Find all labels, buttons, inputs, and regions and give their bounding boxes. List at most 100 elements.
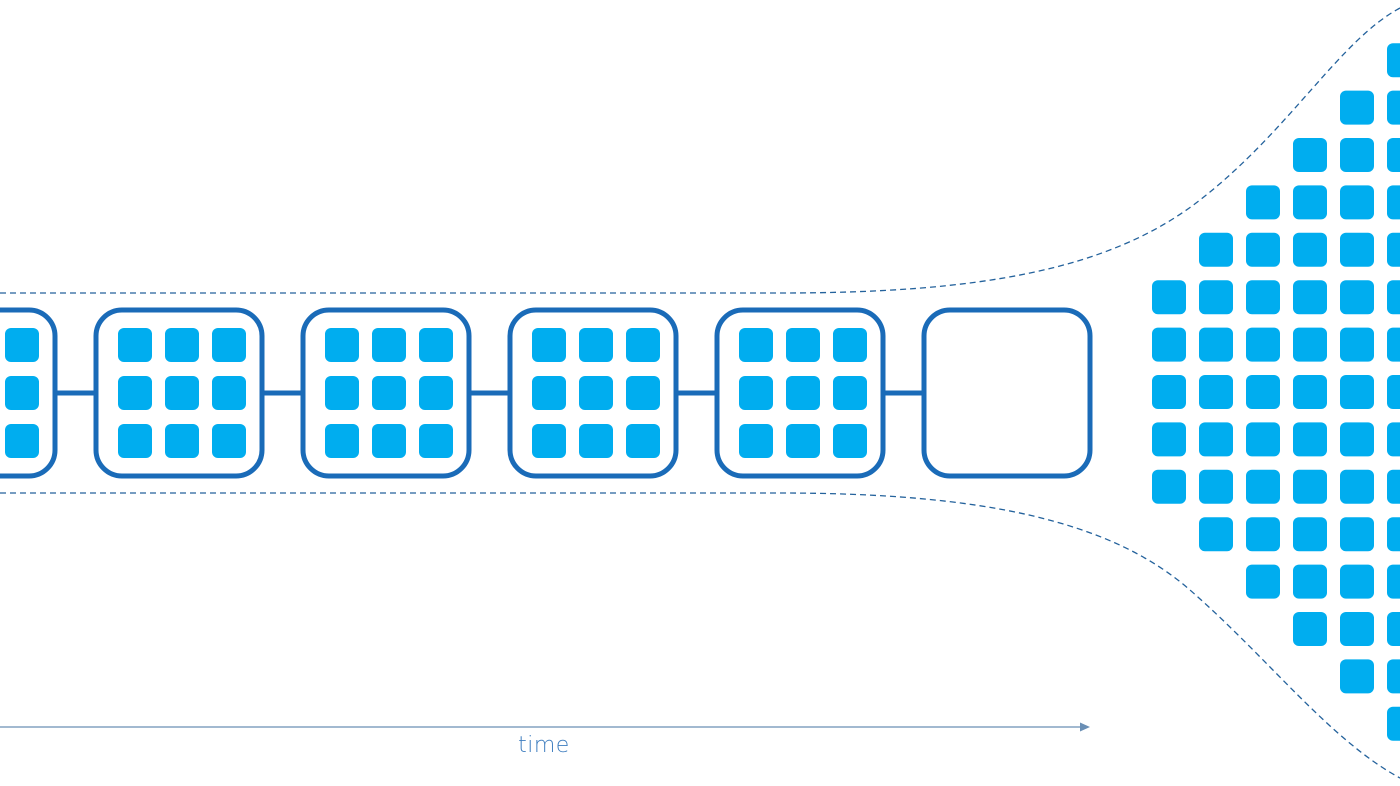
transaction-item bbox=[5, 376, 39, 410]
pending-item bbox=[1293, 564, 1327, 599]
time-axis-label: time bbox=[518, 733, 570, 758]
block-frame bbox=[921, 307, 1093, 479]
transaction-item bbox=[786, 328, 820, 362]
pending-item bbox=[1152, 280, 1186, 315]
pending-item bbox=[1246, 422, 1280, 457]
pending-item bbox=[1246, 375, 1280, 409]
pending-item bbox=[1199, 280, 1233, 315]
transaction-item bbox=[579, 328, 613, 362]
pending-item bbox=[1340, 375, 1374, 409]
transaction-item bbox=[212, 328, 246, 362]
pending-item bbox=[1293, 280, 1327, 315]
pending-item bbox=[1387, 375, 1400, 409]
pending-item bbox=[1340, 138, 1374, 172]
transaction-item bbox=[165, 424, 199, 458]
pending-item bbox=[1340, 422, 1374, 457]
pending-item bbox=[1340, 185, 1374, 220]
pending-item bbox=[1340, 469, 1374, 504]
pending-item bbox=[1246, 185, 1280, 220]
pending-item bbox=[1293, 185, 1327, 220]
transaction-item bbox=[739, 328, 773, 362]
block-5 bbox=[714, 307, 886, 479]
pool-column bbox=[1340, 90, 1374, 694]
pending-item bbox=[1293, 375, 1327, 409]
transaction-item bbox=[833, 328, 867, 362]
transaction-item bbox=[579, 376, 613, 410]
transaction-item bbox=[833, 424, 867, 458]
block-chain bbox=[0, 307, 1093, 479]
pending-item bbox=[1340, 659, 1374, 694]
pending-item bbox=[1293, 422, 1327, 457]
pending-item bbox=[1387, 138, 1400, 172]
pending-item bbox=[1199, 327, 1233, 362]
transaction-item bbox=[419, 376, 453, 410]
transaction-item bbox=[419, 424, 453, 458]
transaction-item bbox=[786, 424, 820, 458]
pending-item bbox=[1199, 375, 1233, 409]
pending-item bbox=[1387, 659, 1400, 694]
time-axis bbox=[0, 722, 1090, 732]
transaction-item bbox=[325, 328, 359, 362]
transaction-item bbox=[212, 424, 246, 458]
pending-item bbox=[1293, 517, 1327, 552]
transaction-item bbox=[372, 424, 406, 458]
pending-pool bbox=[1152, 43, 1400, 741]
block-1 bbox=[0, 307, 58, 479]
transaction-item bbox=[165, 376, 199, 410]
transaction-item bbox=[786, 376, 820, 410]
pending-item bbox=[1340, 564, 1374, 599]
transaction-item bbox=[372, 376, 406, 410]
pending-item bbox=[1387, 185, 1400, 220]
pending-item bbox=[1387, 232, 1400, 267]
block-6 bbox=[921, 307, 1093, 479]
pending-item bbox=[1199, 469, 1233, 504]
transaction-item bbox=[532, 424, 566, 458]
pending-item bbox=[1246, 280, 1280, 315]
transaction-item bbox=[626, 424, 660, 458]
transaction-item bbox=[579, 424, 613, 458]
pool-column bbox=[1199, 232, 1233, 552]
pending-item bbox=[1246, 517, 1280, 552]
pending-item bbox=[1246, 469, 1280, 504]
pending-item bbox=[1152, 327, 1186, 362]
transaction-item bbox=[419, 328, 453, 362]
pool-column bbox=[1152, 280, 1186, 504]
transaction-item bbox=[118, 424, 152, 458]
block-3 bbox=[300, 307, 472, 479]
pending-item bbox=[1387, 564, 1400, 599]
transaction-item bbox=[325, 424, 359, 458]
pending-item bbox=[1340, 327, 1374, 362]
pending-item bbox=[1293, 232, 1327, 267]
pending-item bbox=[1293, 327, 1327, 362]
pending-item bbox=[1387, 90, 1400, 125]
pending-item bbox=[1387, 612, 1400, 646]
pending-item bbox=[1387, 327, 1400, 362]
pending-item bbox=[1246, 232, 1280, 267]
pending-item bbox=[1340, 90, 1374, 125]
pending-item bbox=[1246, 564, 1280, 599]
pending-item bbox=[1340, 280, 1374, 315]
transaction-item bbox=[739, 376, 773, 410]
pending-item bbox=[1293, 138, 1327, 172]
transaction-item bbox=[5, 424, 39, 458]
transaction-item bbox=[532, 328, 566, 362]
pending-item bbox=[1199, 517, 1233, 552]
pending-item bbox=[1199, 422, 1233, 457]
transaction-item bbox=[118, 376, 152, 410]
transaction-item bbox=[325, 376, 359, 410]
transaction-item bbox=[626, 328, 660, 362]
pool-column bbox=[1387, 43, 1400, 741]
block-4 bbox=[507, 307, 679, 479]
transaction-item bbox=[833, 376, 867, 410]
pending-item bbox=[1387, 422, 1400, 457]
pending-item bbox=[1246, 327, 1280, 362]
dashed-outline-top bbox=[0, 7, 1400, 294]
pending-item bbox=[1340, 517, 1374, 552]
transaction-item bbox=[532, 376, 566, 410]
pending-item bbox=[1152, 422, 1186, 457]
pool-column bbox=[1293, 138, 1327, 646]
transaction-item bbox=[5, 328, 39, 362]
transaction-item bbox=[212, 376, 246, 410]
pending-item bbox=[1152, 375, 1186, 409]
